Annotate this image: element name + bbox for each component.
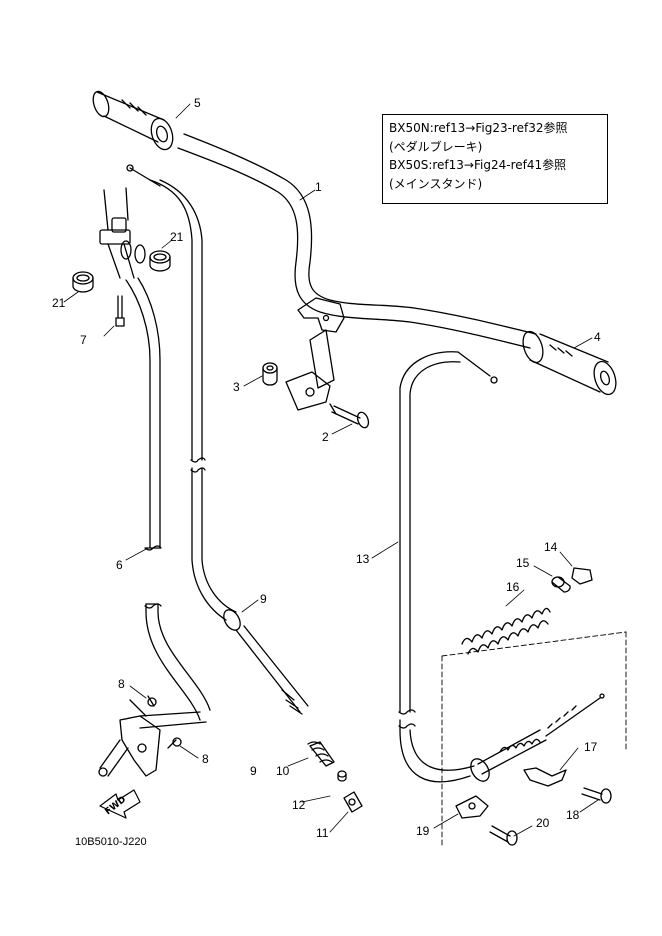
cable-13 [398, 351, 498, 783]
cable-9 [149, 179, 309, 715]
callout-13: 13 [356, 552, 370, 566]
cable-6 [125, 277, 211, 721]
callout-18: 18 [566, 808, 580, 822]
callout-7: 7 [80, 333, 87, 347]
callout-9b: 9 [250, 764, 257, 778]
figure-code: 10B5010-J220 [75, 836, 147, 848]
cable-boot-10 [307, 741, 335, 767]
callout-11: 11 [316, 826, 329, 840]
callout-8b: 8 [202, 752, 209, 766]
note-line-4: (メインスタンド) [389, 176, 483, 191]
fwd-arrow [99, 789, 141, 819]
clamp-19 [455, 795, 518, 846]
handlebar-bracket [285, 297, 345, 411]
callout-16: 16 [506, 580, 520, 594]
lower-lever [98, 695, 207, 777]
callout-1: 1 [315, 180, 322, 194]
bolt-2 [329, 403, 370, 429]
spring-16 [461, 607, 551, 655]
nut-14-15 [551, 567, 593, 593]
callout-12: 12 [292, 798, 306, 812]
callout-15: 15 [516, 556, 530, 570]
callout-19: 19 [416, 824, 430, 838]
note-line-2: (ペダルブレーキ) [389, 139, 483, 154]
handlebar [177, 133, 537, 349]
guide-lines [441, 631, 627, 847]
right-grip [522, 330, 617, 396]
collar [262, 362, 278, 386]
callout-8a: 8 [118, 677, 125, 691]
screw-7 [115, 295, 125, 327]
brake-cable-end [470, 693, 605, 782]
callout-21a: 21 [52, 296, 66, 310]
callout-9a: 9 [260, 592, 267, 606]
callout-14: 14 [544, 540, 558, 554]
callout-5: 5 [194, 96, 201, 110]
callout-17: 17 [584, 740, 598, 754]
leader-lines [63, 103, 599, 837]
callout-3: 3 [233, 380, 240, 394]
note-line-3: BX50S:ref13→Fig24-ref41参照 [389, 158, 567, 172]
cable-ends-top [99, 164, 161, 279]
callout-21b: 21 [170, 230, 184, 244]
callout-20: 20 [536, 816, 550, 830]
callout-6: 6 [116, 558, 123, 572]
left-grip [92, 90, 174, 151]
callout-4: 4 [594, 330, 601, 344]
callout-10: 10 [276, 764, 290, 778]
bracket-17 [523, 767, 612, 804]
cable-clamp-21 [72, 250, 171, 293]
adjuster-11-12 [337, 770, 363, 813]
reference-note-box: BX50N:ref13→Fig23-ref32参照 (ペダルブレーキ) BX50… [382, 114, 608, 204]
callout-2: 2 [322, 430, 329, 444]
note-line-1: BX50N:ref13→Fig23-ref32参照 [389, 121, 568, 135]
